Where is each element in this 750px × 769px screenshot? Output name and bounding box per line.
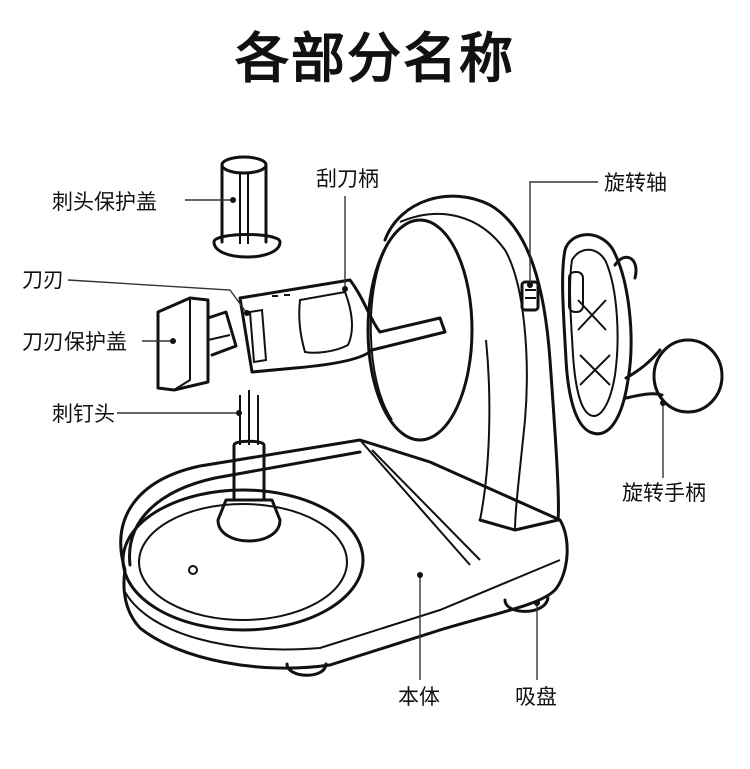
label-scraper-handle: 刮刀柄	[316, 167, 379, 191]
base-body	[119, 438, 569, 670]
scraper-arm	[238, 278, 447, 374]
label-suction-cup: 吸盘	[515, 685, 557, 709]
blade-cover-part	[156, 296, 238, 392]
label-rotating-shaft: 旋转轴	[604, 171, 667, 195]
label-needle-head: 刺钉头	[52, 402, 115, 426]
label-rotating-handle: 旋转手柄	[622, 481, 706, 505]
needle-head-cover-part	[212, 155, 282, 259]
label-blade-cover: 刀刃保护盖	[22, 330, 127, 354]
leader-lines	[67, 181, 666, 680]
label-blade: 刀刃	[22, 268, 64, 292]
label-body: 本体	[398, 685, 440, 709]
crank-handle	[561, 233, 724, 436]
suction-cups	[285, 596, 550, 677]
needle-head-part	[216, 390, 282, 543]
label-needle-head-cover: 刺头保护盖	[52, 190, 157, 214]
page-title: 各部分名称	[235, 27, 515, 90]
